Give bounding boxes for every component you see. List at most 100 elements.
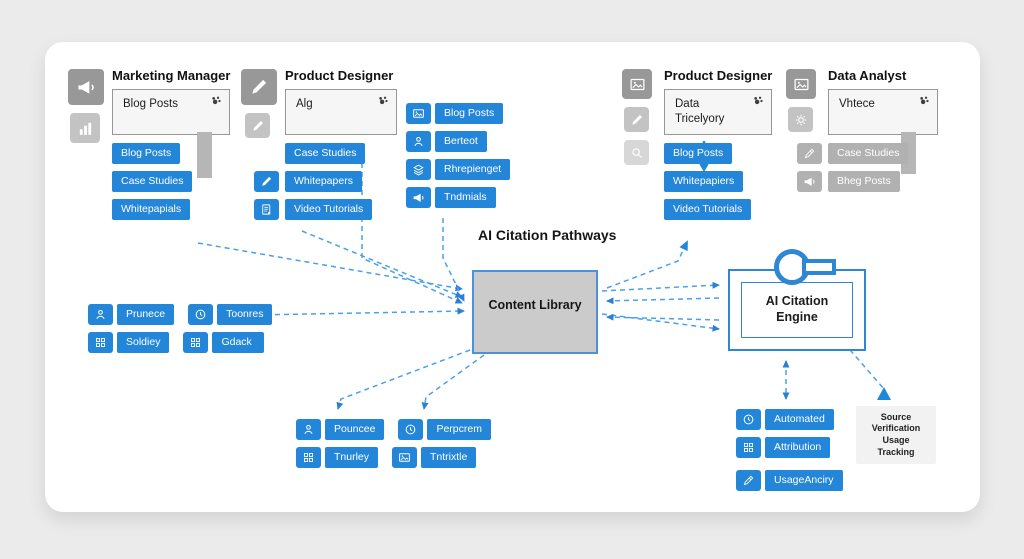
clock-icon bbox=[398, 419, 424, 440]
pencil-icon bbox=[245, 113, 270, 138]
tag-chip[interactable]: Pouncee bbox=[325, 419, 385, 440]
tag-chip[interactable]: Blog Posts bbox=[664, 143, 733, 164]
tag-chip[interactable]: Case Studies bbox=[285, 143, 366, 164]
persona-card-label: Vhtece bbox=[839, 98, 875, 110]
gear-icon bbox=[788, 107, 813, 132]
tag-row: Attribution bbox=[736, 437, 843, 458]
tag-chip[interactable]: Rhrepienget bbox=[435, 159, 511, 180]
tag-row: Video Tutorials bbox=[254, 199, 397, 220]
person-icon bbox=[406, 131, 431, 152]
source-note-line: Source bbox=[880, 411, 912, 422]
source-note-line: Usage bbox=[882, 435, 910, 445]
diagram-title: AI Citation Pathways bbox=[478, 227, 617, 243]
tag-row: Case Studies bbox=[797, 143, 938, 164]
tag-chip[interactable]: Tntrixtle bbox=[421, 447, 477, 468]
pencil-icon bbox=[241, 69, 277, 105]
grid-icon bbox=[183, 332, 209, 353]
image-icon bbox=[786, 69, 816, 99]
tag-chip[interactable]: Blog Posts bbox=[112, 143, 181, 164]
persona-card[interactable]: Blog Posts bbox=[112, 89, 230, 135]
tag-row: Case Studies bbox=[112, 171, 230, 192]
persona-side-icons bbox=[784, 68, 822, 192]
persona-card[interactable]: Data Tricelyory bbox=[664, 89, 772, 135]
grid-icon bbox=[736, 437, 761, 458]
tag-row: Tnurley Tntrixtle bbox=[296, 447, 491, 468]
persona-side-icons bbox=[68, 68, 106, 220]
content-library-label: Content Library bbox=[488, 298, 582, 312]
tag-chip[interactable]: Blog Posts bbox=[435, 103, 504, 124]
image-icon bbox=[392, 447, 418, 468]
tag-chip[interactable]: UsageAnciry bbox=[765, 470, 843, 491]
persona-card[interactable]: Alg bbox=[285, 89, 397, 135]
megaphone-icon bbox=[797, 171, 822, 192]
tag-row: Blog Posts bbox=[112, 143, 230, 164]
image-icon bbox=[406, 103, 431, 124]
tag-chip[interactable]: Whitepapers bbox=[285, 171, 362, 192]
engine-label-line2: Engine bbox=[776, 310, 818, 324]
tag-row: UsageAnciry bbox=[736, 470, 843, 491]
tag-row: Blog Posts bbox=[664, 143, 772, 164]
persona-side-icons bbox=[241, 68, 279, 220]
tag-chip[interactable]: Prunece bbox=[117, 304, 175, 325]
content-library-node[interactable]: Content Library bbox=[472, 270, 598, 354]
tag-chip[interactable]: Toonres bbox=[217, 304, 273, 325]
tag-row: Blog Posts bbox=[406, 103, 510, 124]
tag-chip[interactable]: Berteot bbox=[435, 131, 487, 152]
tag-chip[interactable]: Tnurley bbox=[325, 447, 379, 468]
tag-row: Whitepapers bbox=[254, 171, 397, 192]
pen-icon bbox=[736, 470, 761, 491]
map-pin-bar bbox=[197, 132, 212, 178]
tag-chip[interactable]: Perpcrem bbox=[427, 419, 491, 440]
magnifier-icon bbox=[624, 140, 649, 165]
persona-card[interactable]: Vhtece bbox=[828, 89, 938, 135]
tag-chip[interactable]: Automated bbox=[765, 409, 834, 430]
pen-icon bbox=[797, 143, 822, 164]
tag-chip[interactable]: Soldiey bbox=[117, 332, 170, 353]
tag-row: Video Tutorials bbox=[664, 199, 772, 220]
clock-icon bbox=[736, 409, 761, 430]
tag-chip[interactable]: Tndmials bbox=[435, 187, 496, 208]
tag-chip[interactable]: Whitepapiers bbox=[664, 171, 744, 192]
persona-title: Product Designer bbox=[285, 68, 394, 83]
ai-paw-icon bbox=[751, 94, 765, 113]
person-icon bbox=[88, 304, 113, 325]
tag-chip[interactable]: Case Studies bbox=[828, 143, 909, 164]
tag-chip[interactable]: Attribution bbox=[765, 437, 831, 458]
megaphone-icon bbox=[68, 69, 104, 105]
tag-row: Soldiey Gdack bbox=[88, 332, 272, 353]
ai-paw-icon bbox=[209, 94, 223, 113]
ai-paw-icon bbox=[917, 94, 931, 113]
tag-chip[interactable]: Video Tutorials bbox=[664, 199, 752, 220]
clock-icon bbox=[188, 304, 214, 325]
tag-row: Bheg Posts bbox=[797, 171, 938, 192]
tag-chip[interactable]: Bheg Posts bbox=[828, 171, 900, 192]
persona-side-icons bbox=[620, 68, 658, 220]
pencil-icon bbox=[254, 171, 279, 192]
tag-chip[interactable]: Whitepapials bbox=[112, 199, 191, 220]
image-icon bbox=[622, 69, 652, 99]
ai-citation-engine-node[interactable]: AI Citation Engine bbox=[728, 269, 866, 351]
grid-icon bbox=[296, 447, 321, 468]
person-icon bbox=[296, 419, 321, 440]
persona-title: Product Designer bbox=[664, 68, 773, 83]
persona-title: Data Analyst bbox=[828, 68, 907, 83]
tag-chip[interactable]: Case Studies bbox=[112, 171, 193, 192]
persona-card-label: Data Tricelyory bbox=[675, 98, 725, 125]
persona-card-label: Blog Posts bbox=[123, 98, 178, 110]
tag-chip[interactable]: Gdack bbox=[212, 332, 265, 353]
source-note-line: Tracking bbox=[877, 446, 915, 457]
tag-chip[interactable]: Video Tutorials bbox=[285, 199, 373, 220]
